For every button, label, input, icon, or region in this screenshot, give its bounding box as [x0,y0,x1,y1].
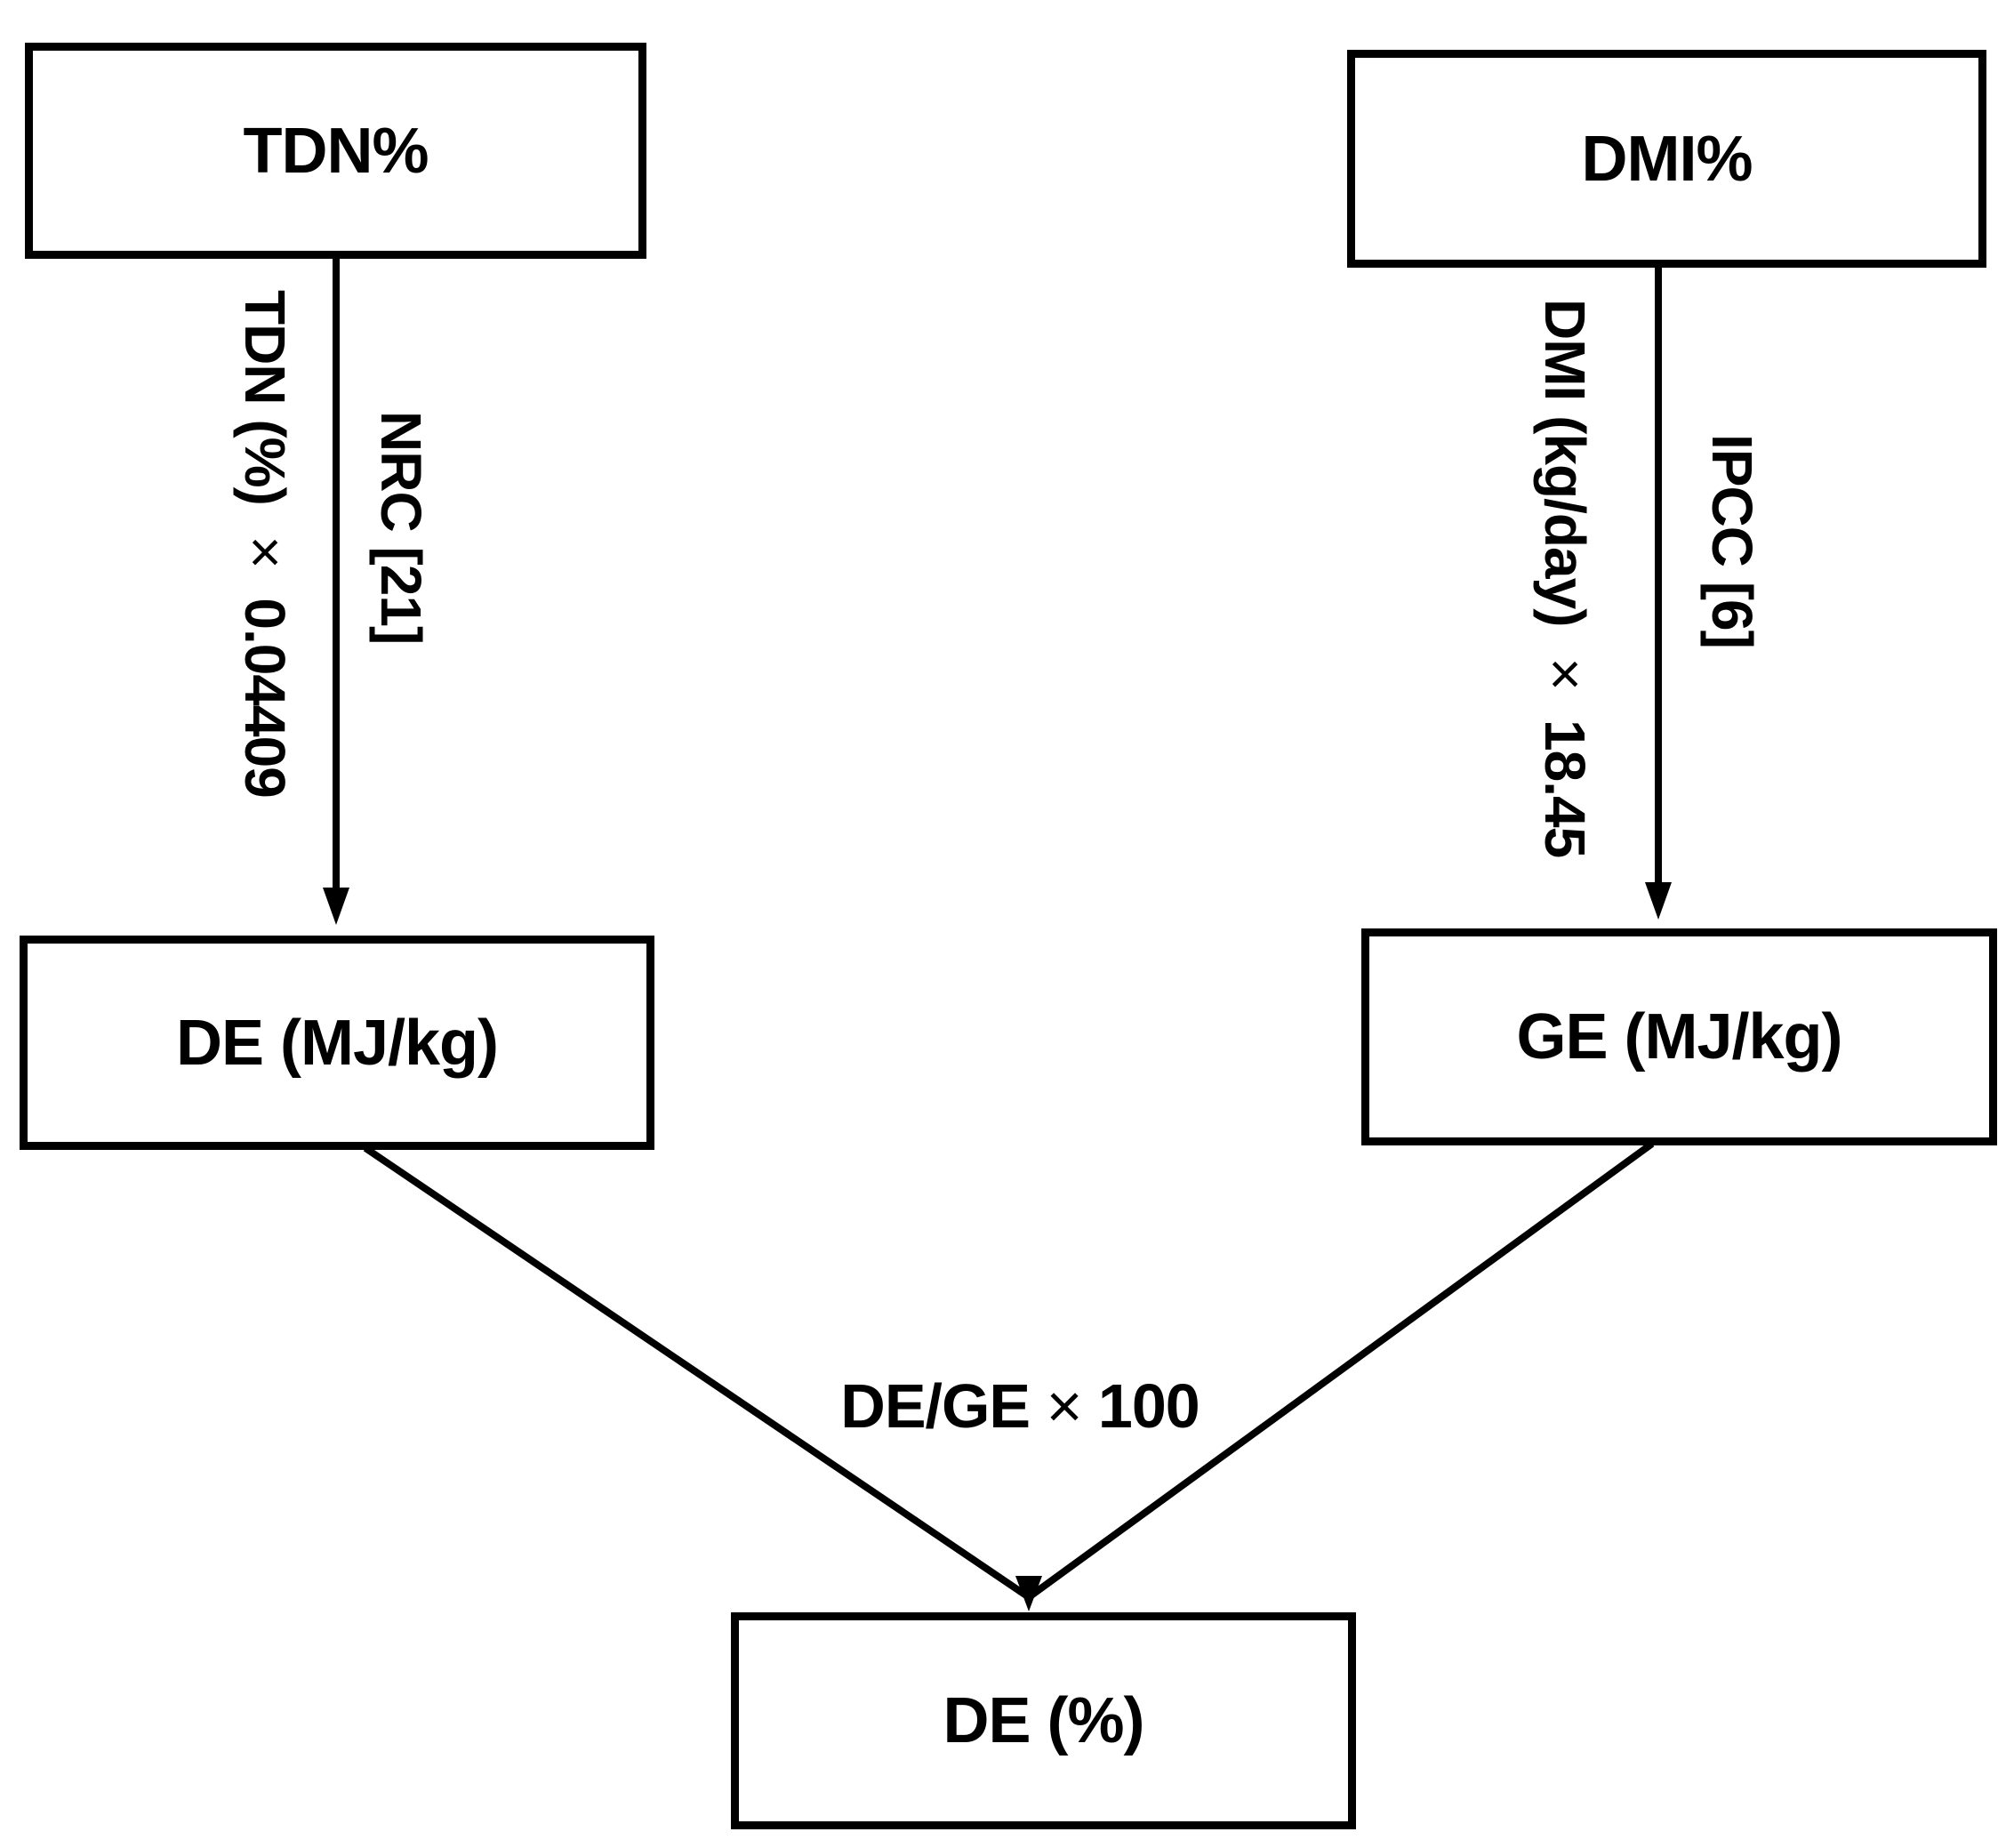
node-tdn: TDN% [25,43,646,259]
node-de-mjkg-label: DE (MJ/kg) [175,1007,499,1079]
edge-label-de-ge-formula: DE/GE × 100 [840,1371,1200,1441]
edge-label-dmi-source: IPCC [6] [1700,434,1764,648]
node-de-pct: DE (%) [731,1612,1356,1829]
edge-label-tdn-source: NRC [21] [369,411,433,645]
node-dmi: DMI% [1347,50,1986,268]
arrow-ge-to-depct [1026,1140,1655,1601]
node-de-pct-label: DE (%) [943,1685,1145,1756]
node-de-mjkg: DE (MJ/kg) [20,936,654,1150]
edge-label-dmi-formula: DMI (kg/day) × 18.45 [1533,299,1597,858]
arrow-dmi-to-ge [1645,266,1672,920]
arrow-de-to-depct [363,1145,1031,1601]
node-ge-mjkg-label: GE (MJ/kg) [1516,1001,1842,1073]
node-dmi-label: DMI% [1581,123,1753,195]
node-ge-mjkg: GE (MJ/kg) [1361,928,1997,1145]
edge-label-tdn-formula: TDN (%) × 0.04409 [233,290,297,798]
node-tdn-label: TDN% [243,115,429,187]
arrow-tdn-to-de [323,257,349,925]
junction-arrowhead [1015,1576,1042,1611]
